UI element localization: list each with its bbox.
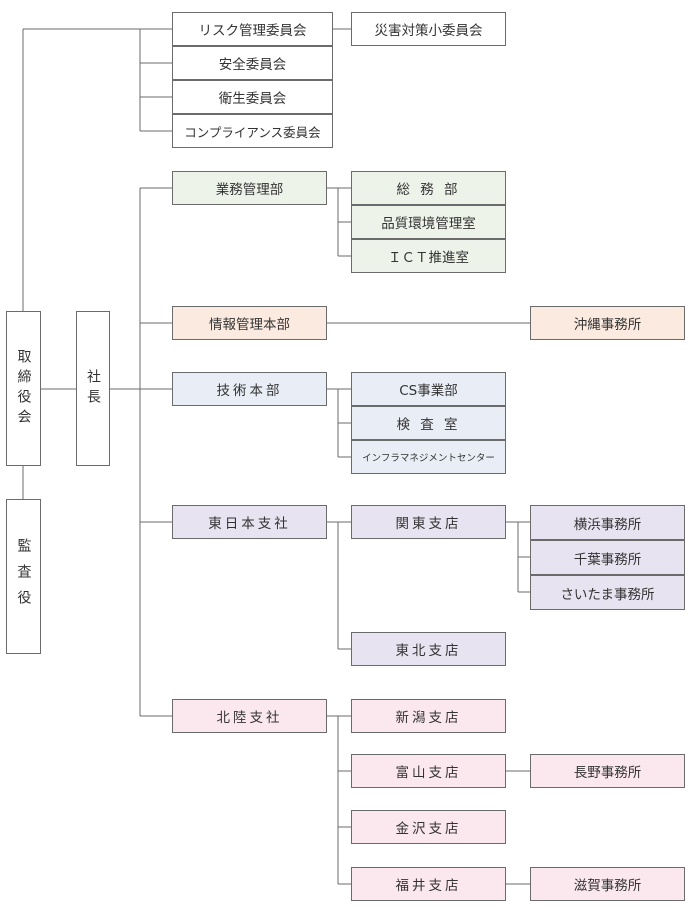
safety-committee-box: 安全委員会 — [172, 46, 333, 80]
nagano-office-box: 長野事務所 — [530, 754, 685, 788]
kanto-branch-box: 関東支店 — [351, 505, 506, 539]
yokohama-office-box: 横浜事務所 — [530, 505, 685, 540]
okinawa-office-box: 沖縄事務所 — [530, 306, 685, 340]
fukui-branch-box: 福井支店 — [351, 867, 506, 901]
general-affairs-box: 総 務 部 — [351, 171, 506, 205]
chiba-office-box: 千葉事務所 — [530, 540, 685, 575]
auditor-box: 監査役 — [6, 499, 41, 654]
east-japan-branch-box: 東日本支社 — [172, 505, 327, 539]
ict-promotion-box: ＩＣＴ推進室 — [351, 239, 506, 273]
risk-committee-box: リスク管理委員会 — [172, 12, 333, 46]
health-committee-box: 衛生委員会 — [172, 80, 333, 114]
niigata-branch-box: 新潟支店 — [351, 699, 506, 733]
information-management-box: 情報管理本部 — [172, 306, 327, 340]
disaster-subcommittee-box: 災害対策小委員会 — [351, 12, 506, 46]
cs-business-box: CS事業部 — [351, 372, 506, 406]
shiga-office-box: 滋賀事務所 — [530, 867, 685, 901]
president-box: 社長 — [76, 311, 110, 466]
infrastructure-center-box: インフラマネジメントセンター — [351, 440, 506, 474]
kanazawa-branch-box: 金沢支店 — [351, 810, 506, 844]
tohoku-branch-box: 東北支店 — [351, 632, 506, 666]
business-management-box: 業務管理部 — [172, 171, 327, 205]
technology-headquarters-box: 技術本部 — [172, 372, 327, 406]
quality-environment-box: 品質環境管理室 — [351, 205, 506, 239]
board-of-directors-box: 取締役会 — [6, 311, 41, 466]
toyama-branch-box: 富山支店 — [351, 754, 506, 788]
saitama-office-box: さいたま事務所 — [530, 575, 685, 610]
compliance-committee-box: コンプライアンス委員会 — [172, 114, 333, 148]
inspection-office-box: 検 査 室 — [351, 406, 506, 440]
hokuriku-branch-box: 北陸支社 — [172, 699, 327, 733]
